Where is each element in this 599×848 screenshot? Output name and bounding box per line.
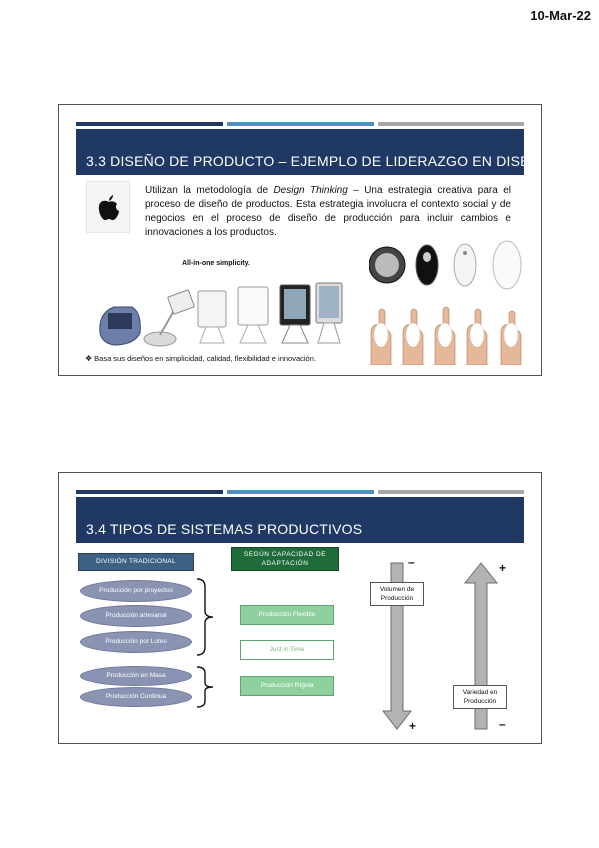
intro-text-end: – Una estrategia creativa para el proces… (145, 185, 511, 238)
item-produccion-en-masa: Producción en Masa (80, 666, 192, 686)
accent-bars (76, 490, 524, 494)
item-produccion-continua: Producción Continua (80, 687, 192, 707)
imac-caption: All-in-one simplicity. (182, 260, 250, 267)
variety-plus-sign: + (499, 561, 507, 575)
adaptation-capacity-header: SEGÚN CAPACIDAD DE ADAPTACIÓN (231, 547, 339, 571)
accent-bar-mid (227, 122, 374, 126)
multitouch-hands-image (370, 306, 522, 365)
intro-text-start: Utilizan la metodología de (145, 185, 274, 196)
slide-title: 3.4 TIPOS DE SISTEMAS PRODUCTIVOS (86, 521, 363, 537)
accent-bar-gray (378, 122, 524, 126)
traditional-division-header: DIVISIÓN TRADICIONAL (78, 553, 194, 571)
accent-bar-mid (227, 490, 374, 494)
variety-production-label: Variedad en Producción (453, 685, 507, 709)
apple-mice-image (369, 240, 522, 290)
design-principles-bullet: ❖Basa sus diseños en simplicidad, calida… (85, 354, 316, 363)
brace-group-2 (196, 666, 214, 708)
accent-bar-dark (76, 490, 223, 494)
slide-title-bar: 3.3 DISEÑO DE PRODUCTO – EJEMPLO DE LIDE… (76, 129, 541, 175)
diamond-bullet-icon: ❖ (85, 354, 93, 363)
apple-logo-icon (98, 195, 119, 220)
item-just-in-time: Just in Time (240, 640, 334, 660)
bullet-text: Basa sus diseños en simplicidad, calidad… (94, 354, 316, 363)
accent-bar-dark (76, 122, 223, 126)
brace-group-1 (196, 578, 214, 656)
item-produccion-artesanal: Producción artesanal (80, 605, 192, 627)
accent-bar-gray (378, 490, 524, 494)
imac-silhouettes (99, 282, 343, 347)
item-produccion-flexible: Producción Flexible (240, 605, 334, 625)
apple-logo-image (86, 181, 130, 233)
page-date: 10-Mar-22 (530, 8, 591, 23)
design-thinking-paragraph: Utilizan la metodología de Design Thinki… (145, 184, 511, 240)
item-produccion-rigida: Producción Rígida (240, 676, 334, 696)
item-produccion-por-lotes: Producción por Lotes (80, 631, 192, 653)
intro-text-italic: Design Thinking (273, 185, 348, 196)
slide-title-bar: 3.4 TIPOS DE SISTEMAS PRODUCTIVOS (76, 497, 524, 543)
imac-evolution-image: All-in-one simplicity. (94, 251, 344, 359)
volume-plus-sign: + (409, 719, 417, 733)
item-produccion-por-proyectos: Producción por proyectos (80, 580, 192, 602)
slide-production-systems: 3.4 TIPOS DE SISTEMAS PRODUCTIVOS DIVISI… (58, 472, 542, 744)
slide-design-leadership: 3.3 DISEÑO DE PRODUCTO – EJEMPLO DE LIDE… (58, 104, 542, 376)
volume-production-label: Volumen de Producción (370, 582, 424, 606)
volume-minus-sign: – (408, 555, 415, 569)
slide-title: 3.3 DISEÑO DE PRODUCTO – EJEMPLO DE LIDE… (86, 153, 542, 169)
accent-bars (76, 122, 524, 126)
variety-minus-sign: – (499, 717, 506, 731)
